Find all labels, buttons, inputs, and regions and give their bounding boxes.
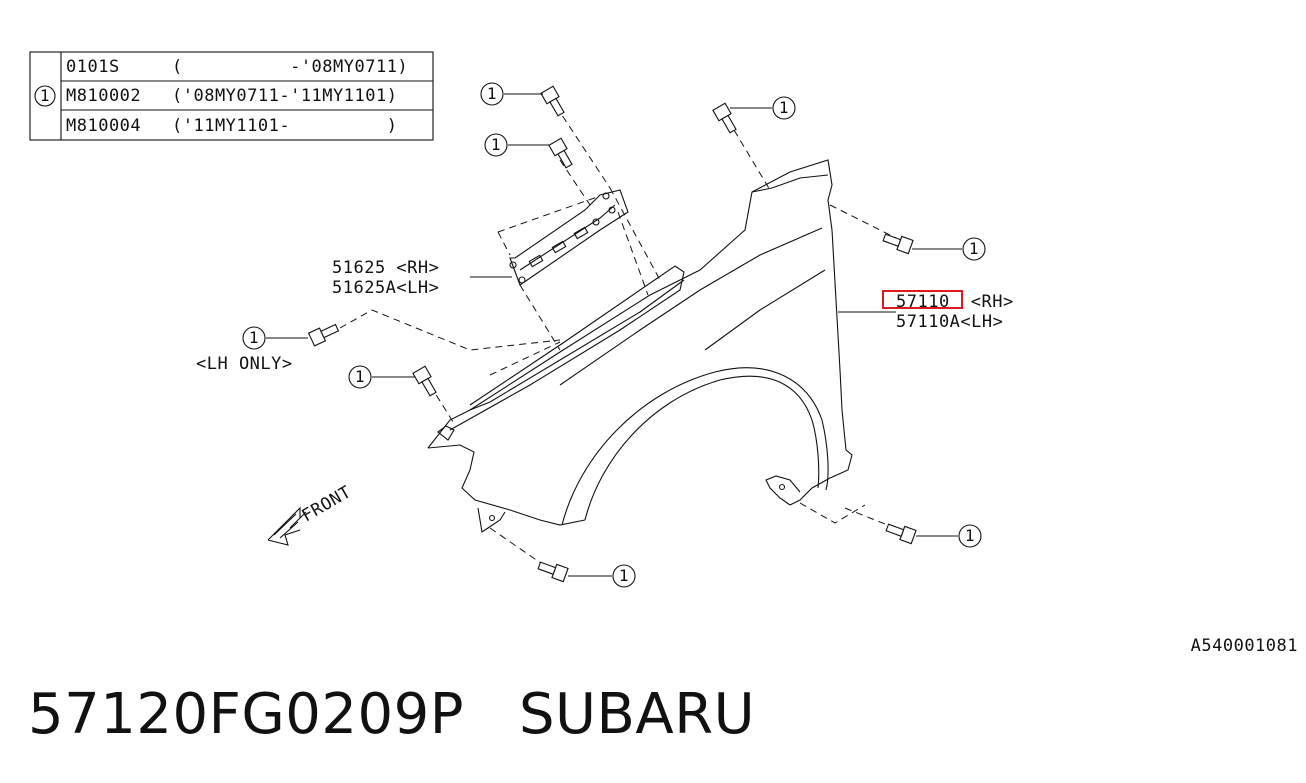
legend-range-3: ('11MY1101- ) — [172, 116, 397, 136]
label-bracket-lh[interactable]: 51625A<LH> — [332, 278, 439, 298]
bolt-icon — [885, 523, 917, 545]
bolt-icon — [412, 365, 437, 397]
callout-circle — [772, 96, 796, 120]
part-labels: 51625 <RH> 51625A<LH> <LH ONLY> 57110 <R… — [196, 258, 1014, 374]
highlight-box — [882, 290, 963, 309]
bolt-icon — [537, 561, 569, 583]
label-lh-only: <LH ONLY> — [196, 354, 293, 374]
bolt-icon — [548, 137, 573, 169]
callout-number: 1 — [619, 566, 629, 585]
legend-table: 1 0101S ( -'08MY0711) M810002 ('08MY0711… — [29, 51, 434, 141]
legend-part-3: M810004 — [66, 116, 141, 136]
bolt-icon — [882, 233, 914, 255]
fender-drawing — [427, 159, 853, 533]
callout-circle — [484, 133, 508, 157]
legend-ref-circle — [34, 85, 56, 107]
callout-number: 1 — [965, 526, 975, 545]
label-fender-lh[interactable]: 57110A<LH> — [896, 312, 1003, 332]
bolt-icon — [307, 323, 340, 347]
callout-number: 1 — [355, 367, 365, 386]
legend-ref-number: 1 — [40, 86, 50, 105]
legend-range-2: ('08MY0711-'11MY1101) — [172, 86, 397, 106]
callout-number: 1 — [487, 84, 497, 103]
fender-bracket — [509, 189, 629, 286]
callout-number: 1 — [779, 98, 789, 117]
footer-title: 57120FG0209P SUBARU — [28, 682, 755, 747]
bolt-callouts: 1 1 1 1 1 1 1 1 — [242, 82, 986, 588]
brand-name: SUBARU — [518, 682, 756, 747]
callout-number: 1 — [969, 239, 979, 258]
assembly-lines — [339, 105, 906, 569]
callout-number: 1 — [491, 135, 501, 154]
bolt-icon — [540, 85, 565, 117]
callout-circle — [348, 365, 372, 389]
legend-part-1: 0101S — [66, 57, 120, 77]
bolt-icon — [712, 102, 737, 134]
bolts — [307, 85, 917, 583]
legend-part-2: M810002 — [66, 86, 141, 106]
label-fender-rh-code[interactable]: 57110 — [896, 292, 950, 312]
callout-number: 1 — [249, 328, 259, 347]
label-fender-rh-suffix: <RH> — [960, 292, 1014, 312]
label-bracket-rh[interactable]: 51625 <RH> — [332, 258, 439, 278]
callout-circle — [612, 564, 636, 588]
callout-circle — [962, 237, 986, 261]
callout-circle — [480, 82, 504, 106]
legend-range-1: ( -'08MY0711) — [172, 57, 408, 77]
front-label: FRONT — [299, 482, 355, 526]
part-number: 57120FG0209P — [28, 682, 465, 747]
front-direction-arrow: FRONT — [267, 482, 355, 546]
callout-circle — [958, 524, 982, 548]
diagram-id: A540001081 — [1190, 636, 1298, 656]
callout-circle — [242, 326, 266, 350]
